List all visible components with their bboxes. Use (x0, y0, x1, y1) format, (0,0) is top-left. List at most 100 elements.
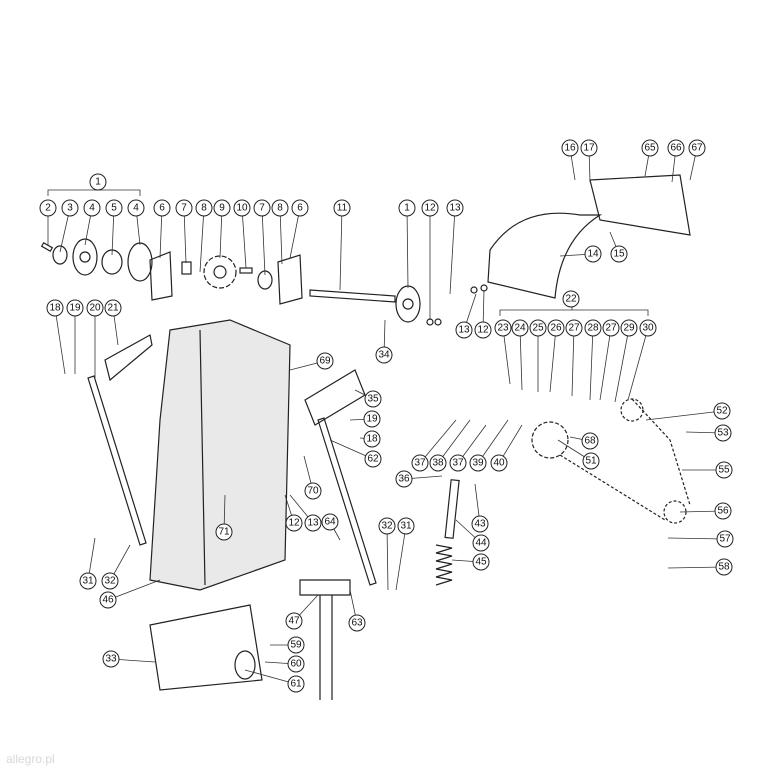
callout-number: 40 (493, 458, 505, 469)
callout-bubble (105, 199, 123, 217)
callout-number: 7 (181, 203, 187, 214)
leader-line (614, 327, 630, 403)
shaft-part-2 (444, 479, 460, 539)
callout-number: 65 (644, 143, 656, 154)
housing-part (149, 319, 291, 591)
callout-bubble (46, 299, 64, 317)
callout-bubble (715, 461, 733, 479)
callout-number: 13 (307, 518, 319, 529)
callout-number: 27 (568, 323, 580, 334)
leader-line (502, 327, 511, 385)
leader-line (477, 419, 509, 464)
leader-line (54, 307, 66, 375)
callout-number: 1 (95, 177, 101, 188)
callout-bubble (562, 290, 580, 308)
callout-bubble (195, 199, 213, 217)
callout-number: 6 (297, 203, 303, 214)
callout-number: 46 (102, 595, 114, 606)
leader-line (437, 419, 471, 464)
callout-bubble (285, 612, 303, 630)
callout-bubble (714, 424, 732, 442)
callout-number: 15 (613, 249, 625, 260)
rod-part (87, 375, 147, 546)
callout-bubble (714, 502, 732, 520)
bushing-part (52, 245, 68, 265)
spring-part (435, 544, 453, 586)
callout-number: 38 (432, 458, 444, 469)
callout-bubble (471, 515, 489, 533)
callout-bubble (61, 199, 79, 217)
plate-part-2 (277, 254, 303, 305)
callout-number: 3 (67, 203, 73, 214)
callout-bubble (79, 572, 97, 590)
callout-bubble (104, 299, 122, 317)
callout-number: 61 (290, 679, 302, 690)
rod-part-2 (317, 417, 377, 586)
callout-number: 71 (218, 527, 230, 538)
leader-line (241, 207, 247, 269)
callout-bubble (321, 513, 339, 531)
callout-number: 5 (111, 203, 117, 214)
callout-bubble (304, 514, 322, 532)
callout-number: 31 (82, 576, 94, 587)
watermark-text: allegro.pl (6, 752, 55, 766)
callout-bubble (584, 245, 602, 263)
callout-number: 53 (717, 428, 729, 439)
leader-line (589, 327, 594, 401)
callout-bubble (101, 572, 119, 590)
callout-number: 52 (716, 406, 728, 417)
bracket-part (589, 174, 691, 236)
callout-bubble (472, 553, 490, 571)
callout-number: 62 (367, 454, 379, 465)
callout-bubble (469, 454, 487, 472)
callout-number: 63 (351, 618, 363, 629)
pin-part (40, 241, 54, 253)
leader-line (449, 207, 456, 295)
callout-number: 18 (366, 434, 378, 445)
callout-number: 12 (477, 325, 489, 336)
callout-bubble (215, 523, 233, 541)
callout-bubble (561, 139, 579, 157)
callout-number: 10 (236, 203, 248, 214)
callout-number: 23 (497, 323, 509, 334)
callout-number: 26 (550, 323, 562, 334)
leader-line (627, 327, 649, 401)
callout-bubble (66, 299, 84, 317)
callout-number: 47 (288, 616, 300, 627)
callout-bubble (253, 199, 271, 217)
callout-bubble (398, 199, 416, 217)
callout-bubble (287, 675, 305, 693)
callout-bubble (511, 319, 529, 337)
callout-bubble (363, 430, 381, 448)
sprocket-part-3 (620, 398, 644, 422)
callout-number: 60 (290, 659, 302, 670)
callout-bubble (364, 450, 382, 468)
callout-number: 28 (587, 323, 599, 334)
callout-number: 66 (670, 143, 682, 154)
callout-bubble (83, 199, 101, 217)
callout-bubble (213, 199, 231, 217)
callout-number: 12 (288, 518, 300, 529)
leader-line (261, 207, 266, 276)
callout-number: 37 (414, 458, 426, 469)
callout-bubble (285, 514, 303, 532)
callout-bubble (584, 319, 602, 337)
lever-part (104, 334, 153, 382)
callout-number: 13 (449, 203, 461, 214)
callout-number: 1 (404, 203, 410, 214)
callout-number: 24 (514, 323, 526, 334)
callout-bubble (175, 199, 193, 217)
callout-bubble (582, 452, 600, 470)
callout-bubble (715, 558, 733, 576)
callout-bubble (472, 534, 490, 552)
sprocket-part-2 (531, 421, 569, 459)
callout-bubble (348, 614, 366, 632)
callout-number: 7 (259, 203, 265, 214)
callout-bubble (375, 346, 393, 364)
callout-bubble (102, 650, 120, 668)
callout-bubble (494, 319, 512, 337)
leader-line (549, 327, 557, 393)
callout-bubble (529, 319, 547, 337)
